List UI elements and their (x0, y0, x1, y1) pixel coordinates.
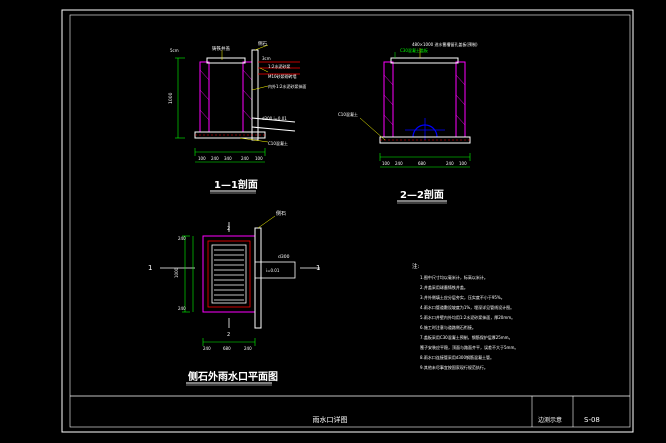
dim-3: 240 (244, 346, 252, 351)
section-1-1: 铸铁井盖 侧石 5cm 3cm 1:2水泥砂浆 M10砂浆砌砖墙 内外1:2水泥… (168, 40, 306, 194)
title-block-project: 边测示意 (538, 416, 562, 424)
section1-right-wall (242, 61, 253, 133)
section1-bottom-dims: 100 240 340 240 100 (198, 156, 263, 161)
plan-pipe-label: d300 (278, 254, 290, 260)
dim-3: 240 (178, 306, 186, 311)
dim-1: 100 (382, 161, 390, 166)
label-height: 1000 (168, 92, 174, 104)
plan-curb-label: 侧石 (276, 210, 286, 217)
dim-1: 240 (203, 346, 211, 351)
dim-4: 240 (241, 156, 249, 161)
note-item: 1.图中尺寸均以毫米计，标高以米计。 (420, 274, 488, 280)
dim-3: 680 (418, 161, 426, 166)
section1-cover (206, 57, 246, 64)
dim-2: 240 (211, 156, 219, 161)
label-base: C10混凝土 (268, 140, 288, 146)
dim-2: 1000 (174, 267, 179, 278)
section1-base (194, 131, 266, 139)
plan-grate (211, 244, 247, 304)
section2-bottom-dims: 100 240 680 240 100 (382, 161, 467, 166)
note-item: 7.盖板采用C30混凝土预制，钢筋保护层厚25mm。 (420, 334, 513, 340)
section2-right-wall (455, 61, 466, 138)
note-item: 8.雨水口连接管采用d300钢筋混凝土管。 (420, 354, 494, 360)
plan-marker-left: 1 (148, 264, 152, 272)
plan-marker-top: 2 (227, 226, 230, 232)
plan-left-dims: 240 1000 240 (174, 236, 186, 311)
section-2-2: 480×1000 进水篦槽留孔盖板(预制) C30混凝土盖板 C10混凝土 10… (338, 41, 478, 204)
plan-slope-label: i=0.01 (266, 268, 280, 273)
label-dim-mid: 3cm (262, 56, 271, 61)
label-cover: 铸铁井盖 (212, 45, 230, 52)
label-green-note: C30混凝土盖板 (400, 47, 428, 53)
plan-marker-bottom: 2 (227, 332, 230, 338)
note-item: 4.雨水口管道敷设坡度为1%，埋深详见管线设计图。 (420, 304, 514, 310)
note-item: 6.施工时注意与道路侧石衔接。 (420, 324, 476, 330)
dim-3: 340 (224, 156, 232, 161)
dim-2: 680 (223, 346, 231, 351)
dim-5: 100 (459, 161, 467, 166)
sheet-number: S-08 (584, 416, 600, 424)
note-item: 2.井盖采用球墨铸铁井盖。 (420, 284, 468, 290)
label-top-note: 480×1000 进水篦槽留孔盖板(预制) (412, 41, 478, 47)
section2-left-wall (383, 61, 394, 138)
dim-2: 240 (395, 161, 403, 166)
note-item: 9.其他未尽事宜按国家现行规范执行。 (420, 364, 488, 370)
note-item: 5.雨水口井壁内外均用1:2水泥砂浆抹面，厚20mm。 (420, 314, 515, 320)
plan-outer-wall (202, 235, 256, 313)
plan-pipe (254, 261, 296, 279)
title-block-name: 雨水口详图 (313, 415, 348, 424)
label-dim-top: 5cm (170, 48, 179, 53)
plan-title: 侧石外雨水口平面图 (188, 370, 278, 383)
outer-frame (61, 9, 634, 433)
plan-bottom-dims: 240 680 240 (203, 346, 252, 351)
dim-1: 240 (178, 236, 186, 241)
dim-1: 100 (198, 156, 206, 161)
plan-inner-wall (207, 240, 251, 308)
inner-frame (69, 14, 631, 428)
note-item: 篦子安装应平稳，顶面与路面齐平，误差不大于5mm。 (420, 344, 518, 350)
section1-left-wall (199, 61, 210, 133)
section1-title: 1—1剖面 (214, 178, 258, 191)
label-mortar: 1:2水泥砂浆 (268, 63, 290, 69)
plan-view: 侧石 d300 i=0.01 1 1 2 2 240 1000 240 240 … (148, 210, 320, 386)
dim-5: 100 (255, 156, 263, 161)
label-base-2: C10混凝土 (338, 111, 358, 117)
note-item: 3.井外侧填土应分层夯实，压实度不小于95%。 (420, 294, 505, 300)
label-plaster: 内外1:2水泥砂浆抹面 (268, 83, 306, 89)
section1-curb (251, 49, 259, 141)
label-curb: 侧石 (258, 40, 267, 47)
label-pipe: d300 i=0.01 (262, 116, 287, 121)
notes-block: 注: 1.图中尺寸均以毫米计，标高以米计。 2.井盖采用球墨铸铁井盖。 3.井外… (412, 262, 518, 370)
notes-heading: 注: (412, 262, 420, 270)
label-wall: M10砂浆砌砖墙 (268, 73, 297, 79)
plan-marker-right: 1 (316, 264, 320, 272)
section2-cover (390, 57, 459, 64)
dim-4: 240 (446, 161, 454, 166)
section2-title: 2—2剖面 (400, 188, 444, 201)
